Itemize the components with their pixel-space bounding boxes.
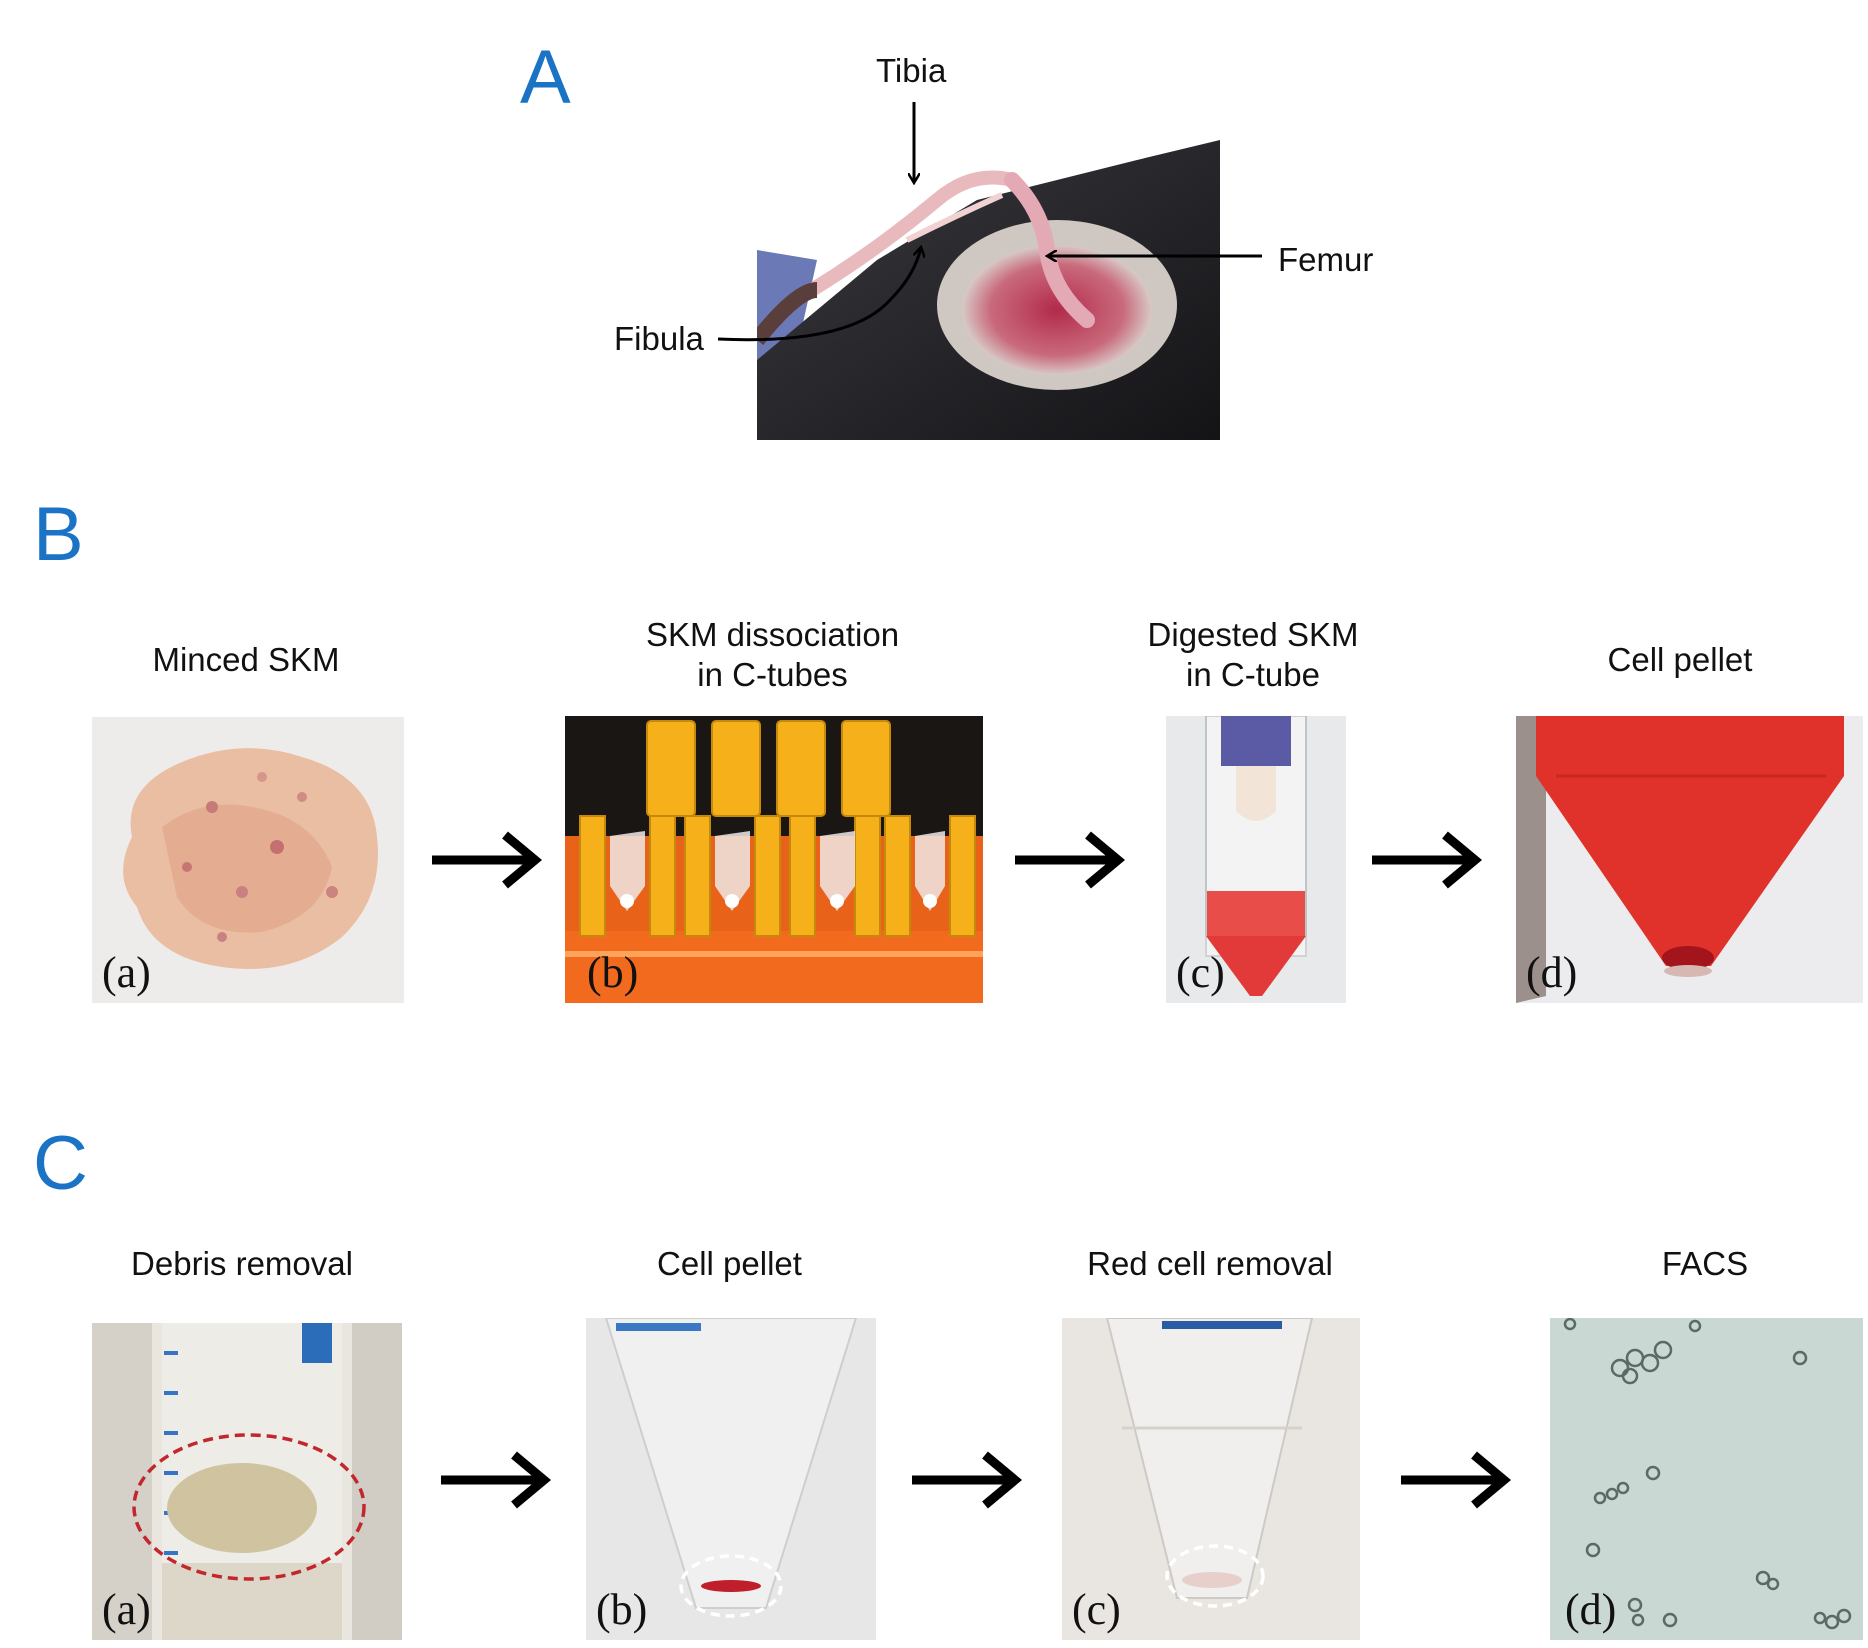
step-c-a-caption: Debris removal — [131, 1245, 353, 1282]
label-tibia: Tibia — [876, 52, 947, 89]
step-c-b-caption: Cell pellet — [657, 1245, 802, 1282]
step-c-c-caption: Red cell removal — [1087, 1245, 1333, 1282]
label-femur: Femur — [1278, 241, 1374, 278]
panel-letter-b: B — [33, 492, 84, 577]
c-tubes-dissociator-photo: (b) — [565, 716, 983, 1003]
hindlimb-dissection-photo — [757, 140, 1220, 440]
facs-cells-micrograph: (d) — [1550, 1318, 1863, 1640]
step-b-c-caption-line1: Digested SKM — [1147, 616, 1359, 653]
sub-label-c-d: (d) — [1565, 1585, 1617, 1634]
debris-removal-tube-photo: (a) — [92, 1323, 402, 1640]
sub-label-b-c: (c) — [1176, 948, 1225, 997]
sub-label-c-c: (c) — [1072, 1585, 1121, 1634]
arrow-b-1-to-2 — [432, 831, 543, 889]
digested-skm-tube-photo: (c) — [1166, 716, 1346, 1003]
sub-label-b-a: (a) — [102, 948, 151, 997]
sub-label-b-d: (d) — [1526, 948, 1578, 997]
sub-label-b-b: (b) — [587, 948, 639, 997]
minced-skm-photo: (a) — [92, 717, 404, 1003]
step-b-b-caption-line1: SKM dissociation — [645, 616, 900, 653]
step-b-c-caption-line2: in C-tube — [1186, 656, 1320, 693]
cell-pellet-b-photo: (d) — [1516, 716, 1863, 1003]
sub-label-c-a: (a) — [102, 1585, 151, 1634]
panel-letter-c: C — [33, 1121, 88, 1206]
sub-label-c-b: (b) — [596, 1585, 648, 1634]
arrow-c-2-to-3 — [912, 1451, 1023, 1509]
step-c-d-caption: FACS — [1661, 1245, 1749, 1282]
step-b-a-caption: Minced SKM — [152, 641, 340, 678]
step-b-d-caption: Cell pellet — [1607, 641, 1753, 678]
arrow-c-3-to-4 — [1401, 1451, 1512, 1509]
cell-pellet-c-photo: (b) — [586, 1318, 876, 1640]
arrow-c-1-to-2 — [441, 1451, 552, 1509]
fibula-pointer-arrow — [717, 247, 921, 342]
panel-letter-a: A — [520, 35, 571, 120]
arrow-b-3-to-4 — [1372, 831, 1483, 889]
red-cell-removal-tube-photo: (c) — [1062, 1318, 1360, 1640]
arrow-b-2-to-3 — [1015, 831, 1126, 889]
label-fibula: Fibula — [614, 320, 704, 357]
step-b-b-caption-line2: in C-tubes — [697, 656, 848, 693]
